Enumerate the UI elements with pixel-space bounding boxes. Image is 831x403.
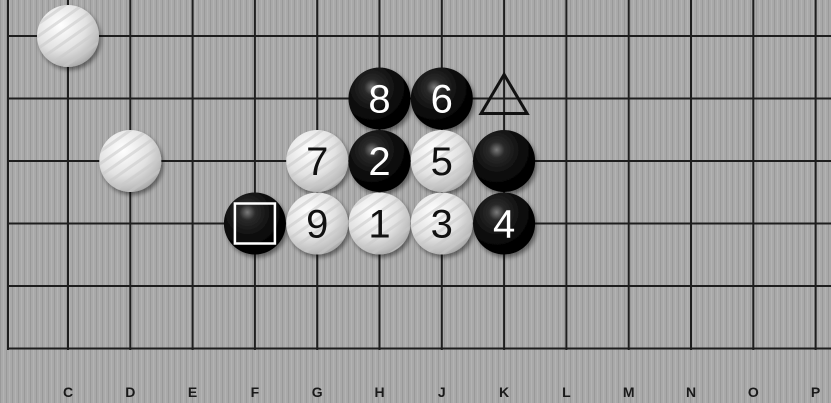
black-stone-f4[interactable] (224, 193, 286, 255)
black-stone-h2[interactable]: 8 (349, 68, 411, 130)
white-stone-grain (37, 5, 99, 67)
column-label-m: M (623, 384, 635, 400)
column-label-o: O (748, 384, 759, 400)
white-stone-j4[interactable]: 3 (411, 193, 473, 255)
column-label-c: C (63, 384, 73, 400)
move-number: 9 (306, 203, 328, 247)
white-stone-grain (99, 130, 161, 192)
white-stone-d3[interactable] (99, 130, 161, 192)
move-number: 4 (493, 203, 515, 247)
column-label-l: L (562, 384, 571, 400)
black-stone-body (473, 130, 535, 192)
black-stone-h3[interactable]: 2 (349, 130, 411, 192)
move-number: 7 (306, 140, 328, 184)
white-stone-j3[interactable]: 5 (411, 130, 473, 192)
column-label-j: J (438, 384, 446, 400)
move-number: 3 (431, 203, 453, 247)
column-label-g: G (312, 384, 323, 400)
white-stone-h4[interactable]: 1 (349, 193, 411, 255)
move-number: 1 (368, 203, 390, 247)
white-stone-c1[interactable] (37, 5, 99, 67)
column-label-e: E (188, 384, 197, 400)
white-stone-g4[interactable]: 9 (286, 193, 348, 255)
column-label-k: K (499, 384, 509, 400)
black-stone-j2[interactable]: 6 (411, 68, 473, 130)
column-label-p: P (811, 384, 820, 400)
move-number: 2 (368, 140, 390, 184)
black-stone-k4[interactable]: 4 (473, 193, 535, 255)
move-number: 8 (368, 78, 390, 122)
black-stone-k3[interactable] (473, 130, 535, 192)
white-stone-g3[interactable]: 7 (286, 130, 348, 192)
column-label-d: D (125, 384, 135, 400)
move-number: 6 (431, 78, 453, 122)
black-stone-body (224, 193, 286, 255)
move-number: 5 (431, 140, 453, 184)
column-label-n: N (686, 384, 696, 400)
column-label-f: F (251, 384, 260, 400)
column-label-h: H (374, 384, 384, 400)
